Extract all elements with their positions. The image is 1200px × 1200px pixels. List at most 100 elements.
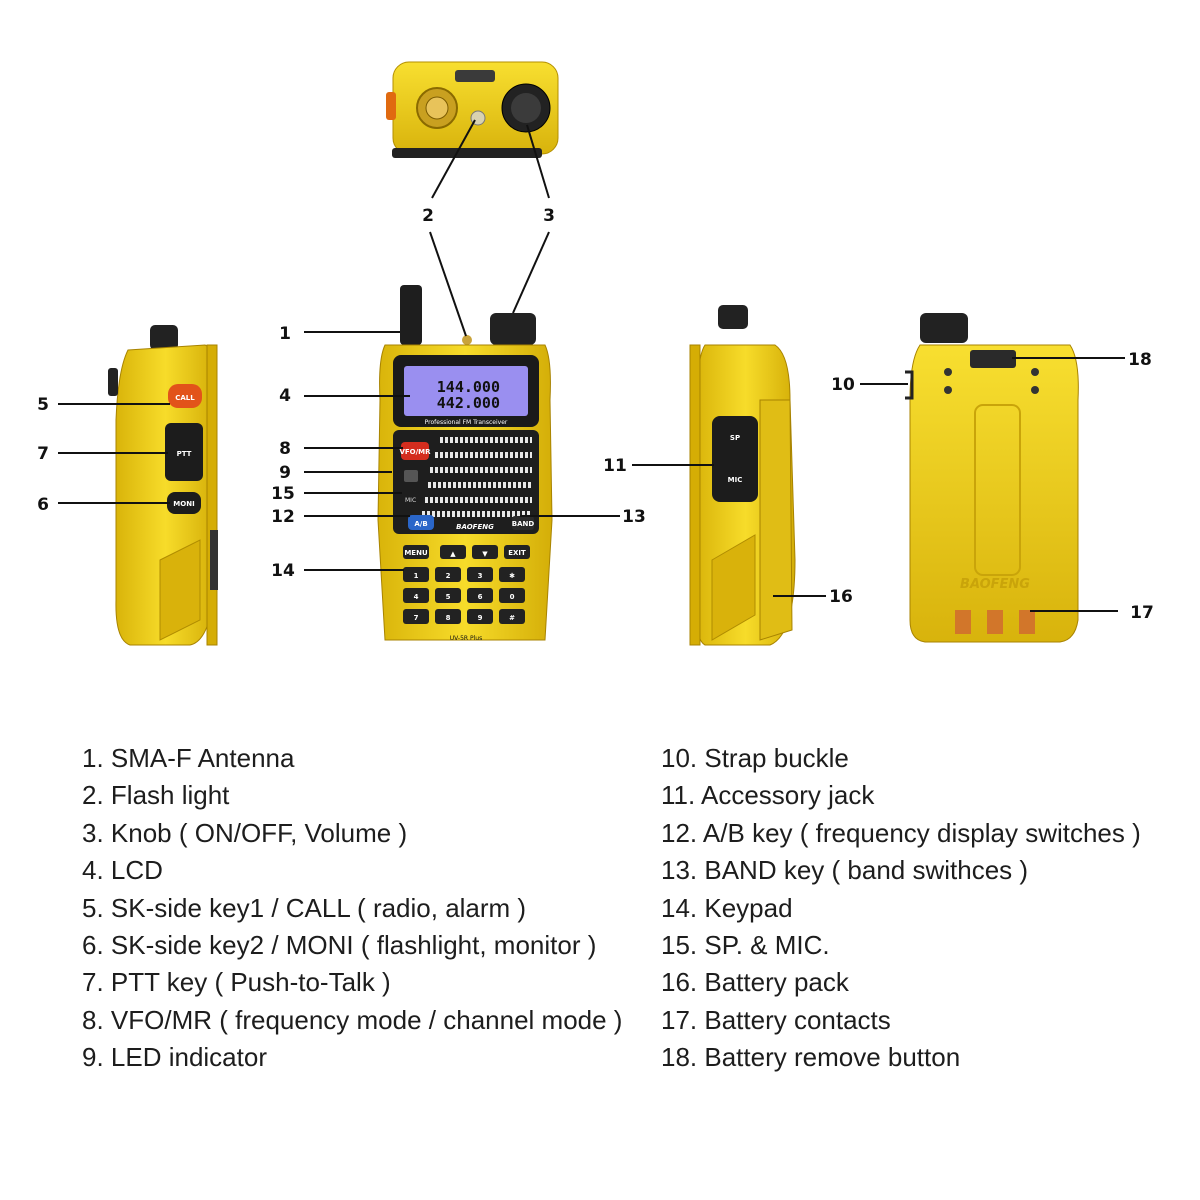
legend-item: 14. Keypad [661,892,793,923]
callout-11: 11 [603,456,627,476]
radio-front-view: 144.000 442.000 Professional FM Transcei… [377,285,553,642]
legend-column-right: 10. Strap buckle 11. Accessory jack 12. … [661,740,1141,1077]
keypad-key-label: 2 [446,572,451,580]
callout-17: 17 [1130,603,1154,623]
keypad-key [435,609,461,624]
keypad-key [499,588,525,603]
legend-item: 7. PTT key ( Push-to-Talk ) [82,967,391,998]
band-key-label: BAND [512,520,535,528]
legend-column-left: 1. SMA-F Antenna 2. Flash light 3. Knob … [82,740,622,1077]
callout-9: 9 [279,463,291,483]
band-key-icon [512,516,534,530]
legend-item: 8. VFO/MR ( frequency mode / channel mod… [82,1004,623,1035]
keypad-key-label: # [509,614,515,622]
strap-buckle-icon [905,370,914,400]
radio-diagram: CALL PTT MONI 144.000 442.000 Profession… [37,61,1154,646]
callout-4: 4 [279,386,291,406]
callout-18: 18 [1128,350,1152,370]
antenna-icon [400,285,422,345]
callout-2: 2 [422,206,434,226]
battery-contact-1-icon [955,610,971,634]
callout-15: 15 [271,484,295,504]
knob-icon [490,313,536,345]
ab-key-label: A/B [414,520,427,528]
knob-side-right-icon [718,305,748,329]
callout-10: 10 [831,375,855,395]
radio-top-view [386,61,559,158]
vfo-mr-key-label: VFO/MR [399,448,431,456]
knob-back-icon [920,313,968,343]
call-key-label: CALL [175,394,195,402]
diagram-canvas: CALL PTT MONI 144.000 442.000 Profession… [37,61,1154,646]
ptt-key-label: PTT [177,450,192,458]
exit-key-label: EXIT [508,549,526,557]
keypad-key [499,609,525,624]
legend-item: 9. LED indicator [82,1042,267,1073]
lcd-line-1: 144.000 [437,378,500,396]
legend-item: 17. Battery contacts [661,1004,891,1035]
exit-key [504,545,530,559]
back-brand-logo: BAOFENG [960,577,1030,592]
menu-key [403,545,429,559]
legend-item: 10. Strap buckle [661,743,849,773]
keypad-key [467,609,493,624]
callout-16: 16 [829,587,853,607]
lcd-caption: Professional FM Transceiver [425,419,508,426]
led-indicator-icon [404,470,418,482]
keypad-key-label: 9 [478,614,483,622]
keypad-key [435,588,461,603]
keypad-key-label: 1 [414,572,419,580]
callout-12: 12 [271,507,295,527]
keypad-key [403,609,429,624]
callout-14: 14 [271,561,295,581]
sp-label: SP [730,434,740,442]
jack-mic-label: MIC [728,476,743,484]
keypad-key-label: 0 [510,593,515,601]
legend-item: 12. A/B key ( frequency display switches… [661,817,1141,848]
keypad-key [467,567,493,582]
callout-numbers: 1 2 3 4 5 6 7 8 9 10 11 12 13 14 15 16 1… [37,206,1154,623]
callout-3: 3 [543,206,555,226]
keypad-key-label: 8 [446,614,451,622]
legend-item: 13. BAND key ( band swithces ) [661,855,1029,886]
keypad-key [435,567,461,582]
moni-key-icon [167,492,201,514]
parts-legend: 1. SMA-F Antenna 2. Flash light 3. Knob … [0,740,1200,1100]
up-arrow-icon: ▲ [450,550,456,558]
legend-item: 4. LCD [82,855,163,886]
call-key-icon [168,384,202,408]
brand-logo: BAOFENG [456,523,494,531]
keypad-key [403,588,429,603]
knob-side-left-icon [150,325,178,350]
battery-contact-2-icon [987,610,1003,634]
callout-1: 1 [279,324,291,344]
model-label: UV-5R Plus [450,635,482,642]
down-arrow-icon: ▼ [482,550,488,558]
legend-item: 18. Battery remove button [661,1042,961,1073]
keypad-key-label: ✱ [509,572,515,580]
vfo-mr-key-icon [401,442,429,460]
radio-left-side-view: CALL PTT MONI [108,325,218,646]
legend-item: 3. Knob ( ON/OFF, Volume ) [82,817,408,848]
ptt-key-icon [165,423,203,481]
keypad-key [403,567,429,582]
accessory-jack-cover-icon [712,416,758,502]
up-key [440,545,466,559]
lcd-screen [404,366,528,416]
flashlight-icon [462,335,472,345]
legend-item: 5. SK-side key1 / CALL ( radio, alarm ) [82,892,527,923]
lcd-line-2: 442.000 [437,394,500,412]
legend-item: 1. SMA-F Antenna [82,743,295,773]
leader-lines [58,119,1125,612]
legend-item: 15. SP. & MIC. [661,930,830,961]
radio-back-view: BAOFENG [905,313,1079,643]
callout-8: 8 [279,439,291,459]
moni-key-label: MONI [173,500,194,508]
keypad-key-label: 7 [414,614,419,622]
keypad-key-label: 6 [478,593,483,601]
battery-remove-button-icon [970,350,1016,368]
keypad-key [467,588,493,603]
ab-key-icon [408,515,434,530]
callout-5: 5 [37,395,49,415]
